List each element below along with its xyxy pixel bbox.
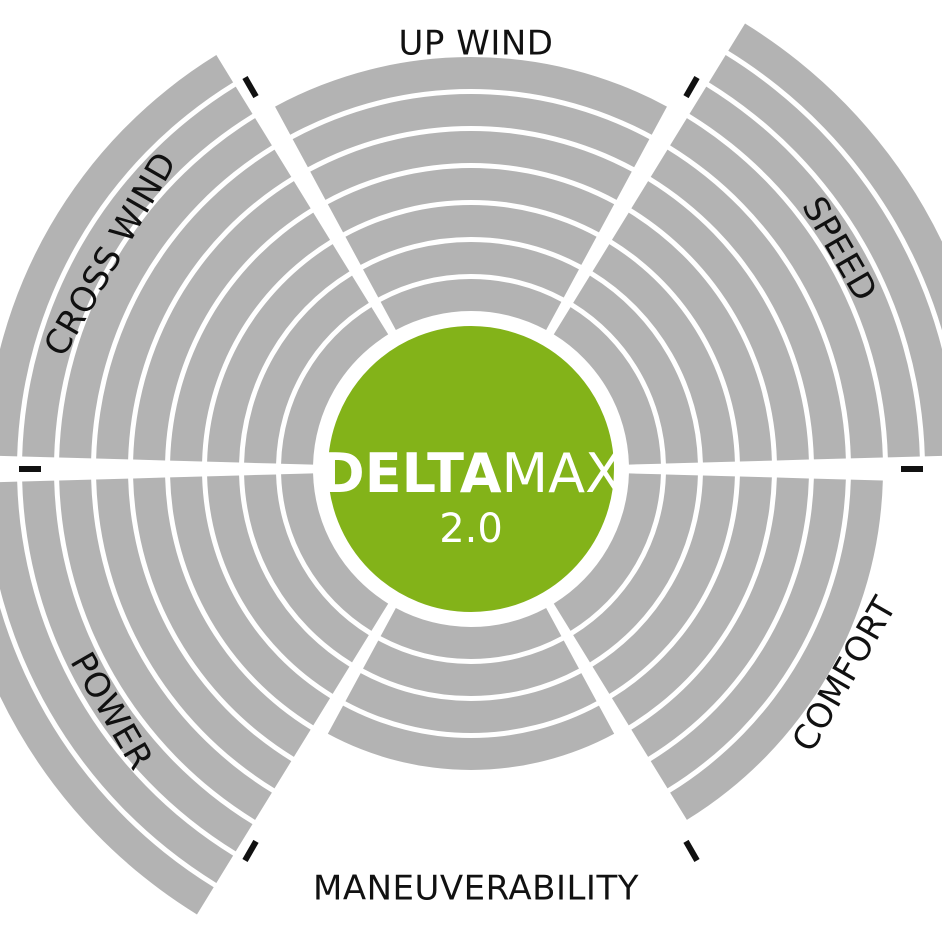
ring-power-9: [0, 481, 234, 883]
ring-cross-wind-6: [96, 149, 292, 460]
ring-cross-wind-2: [244, 275, 369, 464]
center-title-light: MAX: [502, 442, 623, 505]
center-title-bold: DELTA: [320, 442, 502, 505]
ring-power-7: [59, 479, 272, 820]
ring-maneuverability-3: [345, 673, 597, 734]
ring-cross-wind-3: [207, 244, 350, 463]
ring-speed-9: [708, 55, 942, 457]
ring-speed-7: [670, 118, 883, 459]
ring-power-5: [133, 477, 311, 757]
ring-up-wind-5: [310, 131, 632, 200]
ring-speed-5: [631, 181, 809, 461]
ring-power-10: [0, 607, 214, 915]
ring-cross-wind-4: [170, 212, 331, 462]
ring-cross-wind-1: [281, 307, 389, 465]
ring-cross-wind-9: [0, 55, 234, 457]
ring-power-8: [22, 480, 253, 852]
ring-speed-3: [592, 244, 735, 463]
ring-speed-4: [611, 212, 772, 462]
ring-up-wind-4: [327, 168, 615, 233]
ring-speed-10: [728, 23, 942, 331]
ring-maneuverability-1: [380, 607, 562, 659]
ring-up-wind-6: [292, 93, 650, 168]
center-title: DELTAMAX: [320, 442, 622, 505]
ring-comfort-6: [650, 478, 846, 789]
ring-up-wind-7: [275, 56, 667, 135]
ring-up-wind-2: [363, 241, 579, 298]
ring-up-wind-1: [380, 279, 562, 331]
tick-6: [242, 76, 259, 99]
ring-up-wind-3: [345, 204, 597, 265]
ring-comfort-2: [573, 474, 698, 663]
sector-ticks: [19, 76, 923, 862]
ring-speed-1: [553, 307, 661, 465]
tick-3: [683, 839, 700, 862]
rating-segments: [0, 23, 942, 915]
ring-power-6: [96, 478, 292, 789]
label-maneuverability: MANEUVERABILITY: [313, 869, 639, 909]
ring-speed-2: [573, 275, 698, 464]
ring-comfort-7: [670, 479, 883, 820]
label-up-wind: UP WIND: [399, 24, 554, 64]
center-subtitle: 2.0: [439, 506, 503, 552]
ring-cross-wind-7: [59, 118, 272, 459]
tick-4: [242, 839, 259, 862]
ring-speed-6: [650, 149, 846, 460]
ring-comfort-5: [631, 477, 809, 757]
ring-power-4: [170, 476, 331, 726]
ring-power-2: [244, 474, 369, 663]
ring-cross-wind-5: [133, 181, 311, 461]
tick-1: [683, 76, 700, 99]
ring-cross-wind-8: [22, 86, 253, 458]
ring-comfort-4: [611, 476, 772, 726]
ring-comfort-3: [592, 475, 735, 694]
ring-power-3: [207, 475, 350, 694]
ring-speed-8: [689, 86, 920, 458]
ring-power-1: [281, 473, 389, 631]
ring-maneuverability-2: [363, 640, 579, 697]
ring-comfort-1: [553, 473, 661, 631]
ring-maneuverability-4: [327, 705, 615, 770]
center-badge: [318, 316, 624, 622]
